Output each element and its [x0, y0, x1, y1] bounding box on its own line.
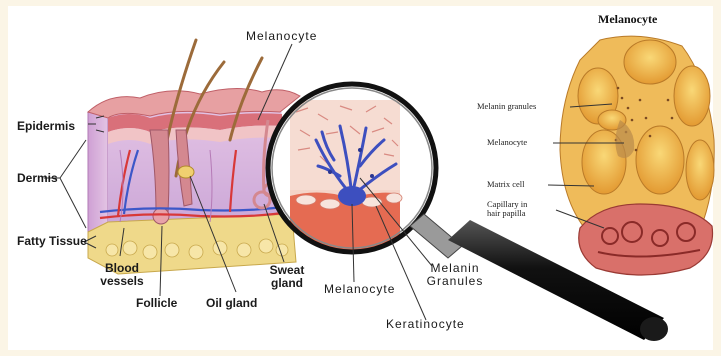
- label-melanin-granules-right: Melanin granules: [477, 102, 536, 111]
- label-sweat-gland: Sweat gland: [268, 264, 306, 289]
- label-blood-vessels: Blood vessels: [96, 262, 148, 287]
- label-capillary: Capillary in hair papilla: [487, 200, 527, 219]
- right-figure-title: Melanocyte: [598, 12, 657, 27]
- label-sweat-gland-line1: Sweat: [268, 264, 306, 277]
- label-melanocyte-lens: Melanocyte: [324, 283, 395, 296]
- label-dermis: Dermis: [17, 172, 58, 185]
- label-melanin-granules: Melanin Granules: [420, 262, 490, 287]
- label-melanocyte-right: Melanocyte: [487, 138, 527, 147]
- label-keratinocyte: Keratinocyte: [386, 318, 465, 331]
- label-melanocyte-top: Melanocyte: [246, 30, 317, 43]
- label-follicle: Follicle: [136, 297, 177, 310]
- label-oil-gland: Oil gland: [206, 297, 257, 310]
- label-blood-vessels-line1: Blood: [96, 262, 148, 275]
- label-melanin-granules-line2: Granules: [420, 275, 490, 288]
- label-blood-vessels-line2: vessels: [96, 275, 148, 288]
- label-matrix-cell: Matrix cell: [487, 180, 525, 189]
- label-capillary-line2: hair papilla: [487, 209, 527, 218]
- label-epidermis: Epidermis: [17, 120, 75, 133]
- label-melanin-granules-line1: Melanin: [420, 262, 490, 275]
- label-sweat-gland-line2: gland: [268, 277, 306, 290]
- label-fatty-tissue: Fatty Tissue: [17, 235, 87, 248]
- hair-bulb-figure: [560, 36, 714, 275]
